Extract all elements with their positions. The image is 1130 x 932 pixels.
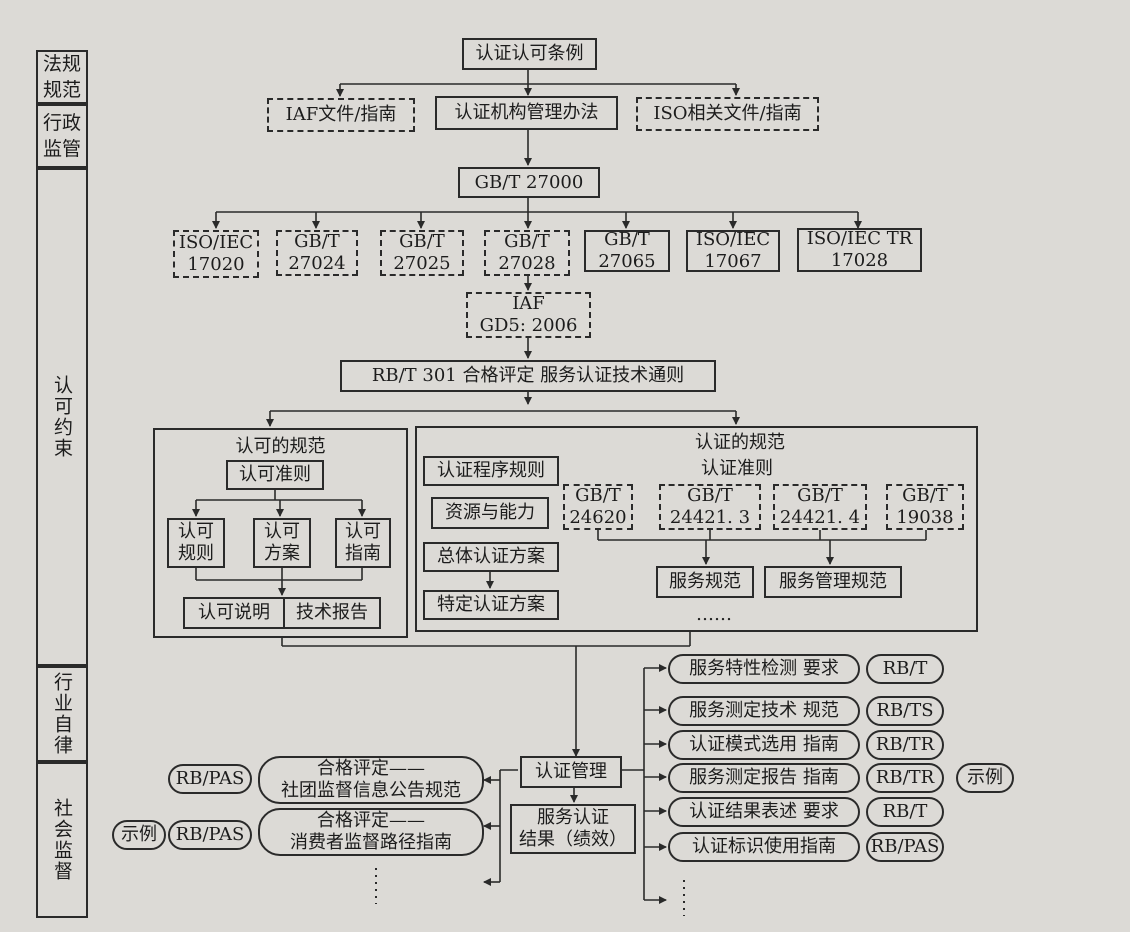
accreditation-title: 认可的规范 (235, 436, 326, 457)
regulation-box: 认证认可条例 (462, 38, 597, 70)
gbt19038-box: GB/T 19038 (886, 484, 964, 530)
left-tag-1: RB/PAS (168, 764, 252, 794)
standard-iso17020: ISO/IEC 17020 (173, 230, 259, 278)
iaf-gd5-box: IAF GD5: 2006 (466, 292, 591, 338)
tech-report-box: 技术报告 (283, 597, 381, 629)
accreditation-guide-box: 认可 指南 (335, 518, 391, 568)
rbt301-box: RB/T 301 合格评定 服务认证技术通则 (340, 360, 716, 392)
accreditation-explanation-box: 认可说明 (183, 597, 285, 629)
resources-box: 资源与能力 (431, 497, 549, 529)
left-item-2: 合格评定—— 消费者监督路径指南 (258, 808, 484, 856)
left-item-1: 合格评定—— 社团监督信息公告规范 (258, 756, 484, 804)
right-tag-1: RB/T (866, 654, 944, 684)
right-item-5: 认证结果表述 要求 (668, 797, 860, 827)
iaf-docs-box: IAF文件/指南 (267, 98, 415, 132)
standard-iso17067: ISO/IEC 17067 (686, 229, 780, 272)
right-tag-4: RB/TR (866, 763, 944, 793)
sidebar-constraint: 认可约束 (36, 168, 88, 666)
certification-ellipsis: …… (696, 604, 732, 625)
right-item-6: 认证标识使用指南 (668, 832, 860, 862)
left-example-tag: 示例 (112, 820, 166, 850)
iso-docs-box: ISO相关文件/指南 (636, 97, 819, 131)
sidebar-social: 社会监督 (36, 762, 88, 918)
right-example-tag: 示例 (956, 763, 1014, 793)
accreditation-rules-box: 认可 规则 (167, 518, 225, 568)
certification-title: 认证的规范 (695, 432, 785, 453)
gbt27000-box: GB/T 27000 (458, 167, 600, 198)
certification-subtitle: 认证准则 (701, 458, 773, 479)
gbt24421-4-box: GB/T 24421. 4 (773, 484, 867, 530)
left-tag-2: RB/PAS (168, 820, 252, 850)
gbt24421-3-box: GB/T 24421. 3 (659, 484, 761, 530)
certification-frame (415, 426, 978, 632)
service-mgmt-spec-box: 服务管理规范 (764, 566, 902, 598)
standard-gbt27028: GB/T 27028 (484, 230, 570, 276)
right-item-3: 认证模式选用 指南 (668, 730, 860, 760)
service-spec-box: 服务规范 (656, 566, 754, 598)
right-item-2: 服务测定技术 规范 (668, 696, 860, 726)
sidebar-law: 法规 规范 (36, 50, 88, 104)
accreditation-criteria-box: 认可准则 (226, 460, 324, 490)
standard-gbt27025: GB/T 27025 (380, 230, 464, 276)
cert-body-rules-box: 认证机构管理办法 (435, 96, 618, 130)
right-tag-5: RB/T (866, 797, 944, 827)
right-tag-3: RB/TR (866, 730, 944, 760)
sidebar-industry: 行业自律 (36, 666, 88, 762)
accreditation-scheme-box: 认可 方案 (253, 518, 311, 568)
right-item-1: 服务特性检测 要求 (668, 654, 860, 684)
right-item-4: 服务测定报告 指南 (668, 763, 860, 793)
cert-result-box: 服务认证 结果（绩效） (510, 804, 636, 854)
standard-gbt27024: GB/T 27024 (276, 230, 358, 276)
gbt24620-box: GB/T 24620 (563, 484, 633, 530)
accreditation-frame (153, 428, 408, 638)
right-tag-2: RB/TS (866, 696, 944, 726)
cert-management-box: 认证管理 (520, 756, 622, 788)
sidebar-admin: 行政 监管 (36, 104, 88, 168)
standard-gbt27065: GB/T 27065 (584, 229, 670, 272)
specific-scheme-box: 特定认证方案 (423, 590, 559, 620)
right-tag-6: RB/PAS (866, 832, 944, 862)
standard-isotr17028: ISO/IEC TR 17028 (797, 228, 922, 272)
procedure-rules-box: 认证程序规则 (423, 456, 559, 486)
general-scheme-box: 总体认证方案 (423, 542, 559, 572)
